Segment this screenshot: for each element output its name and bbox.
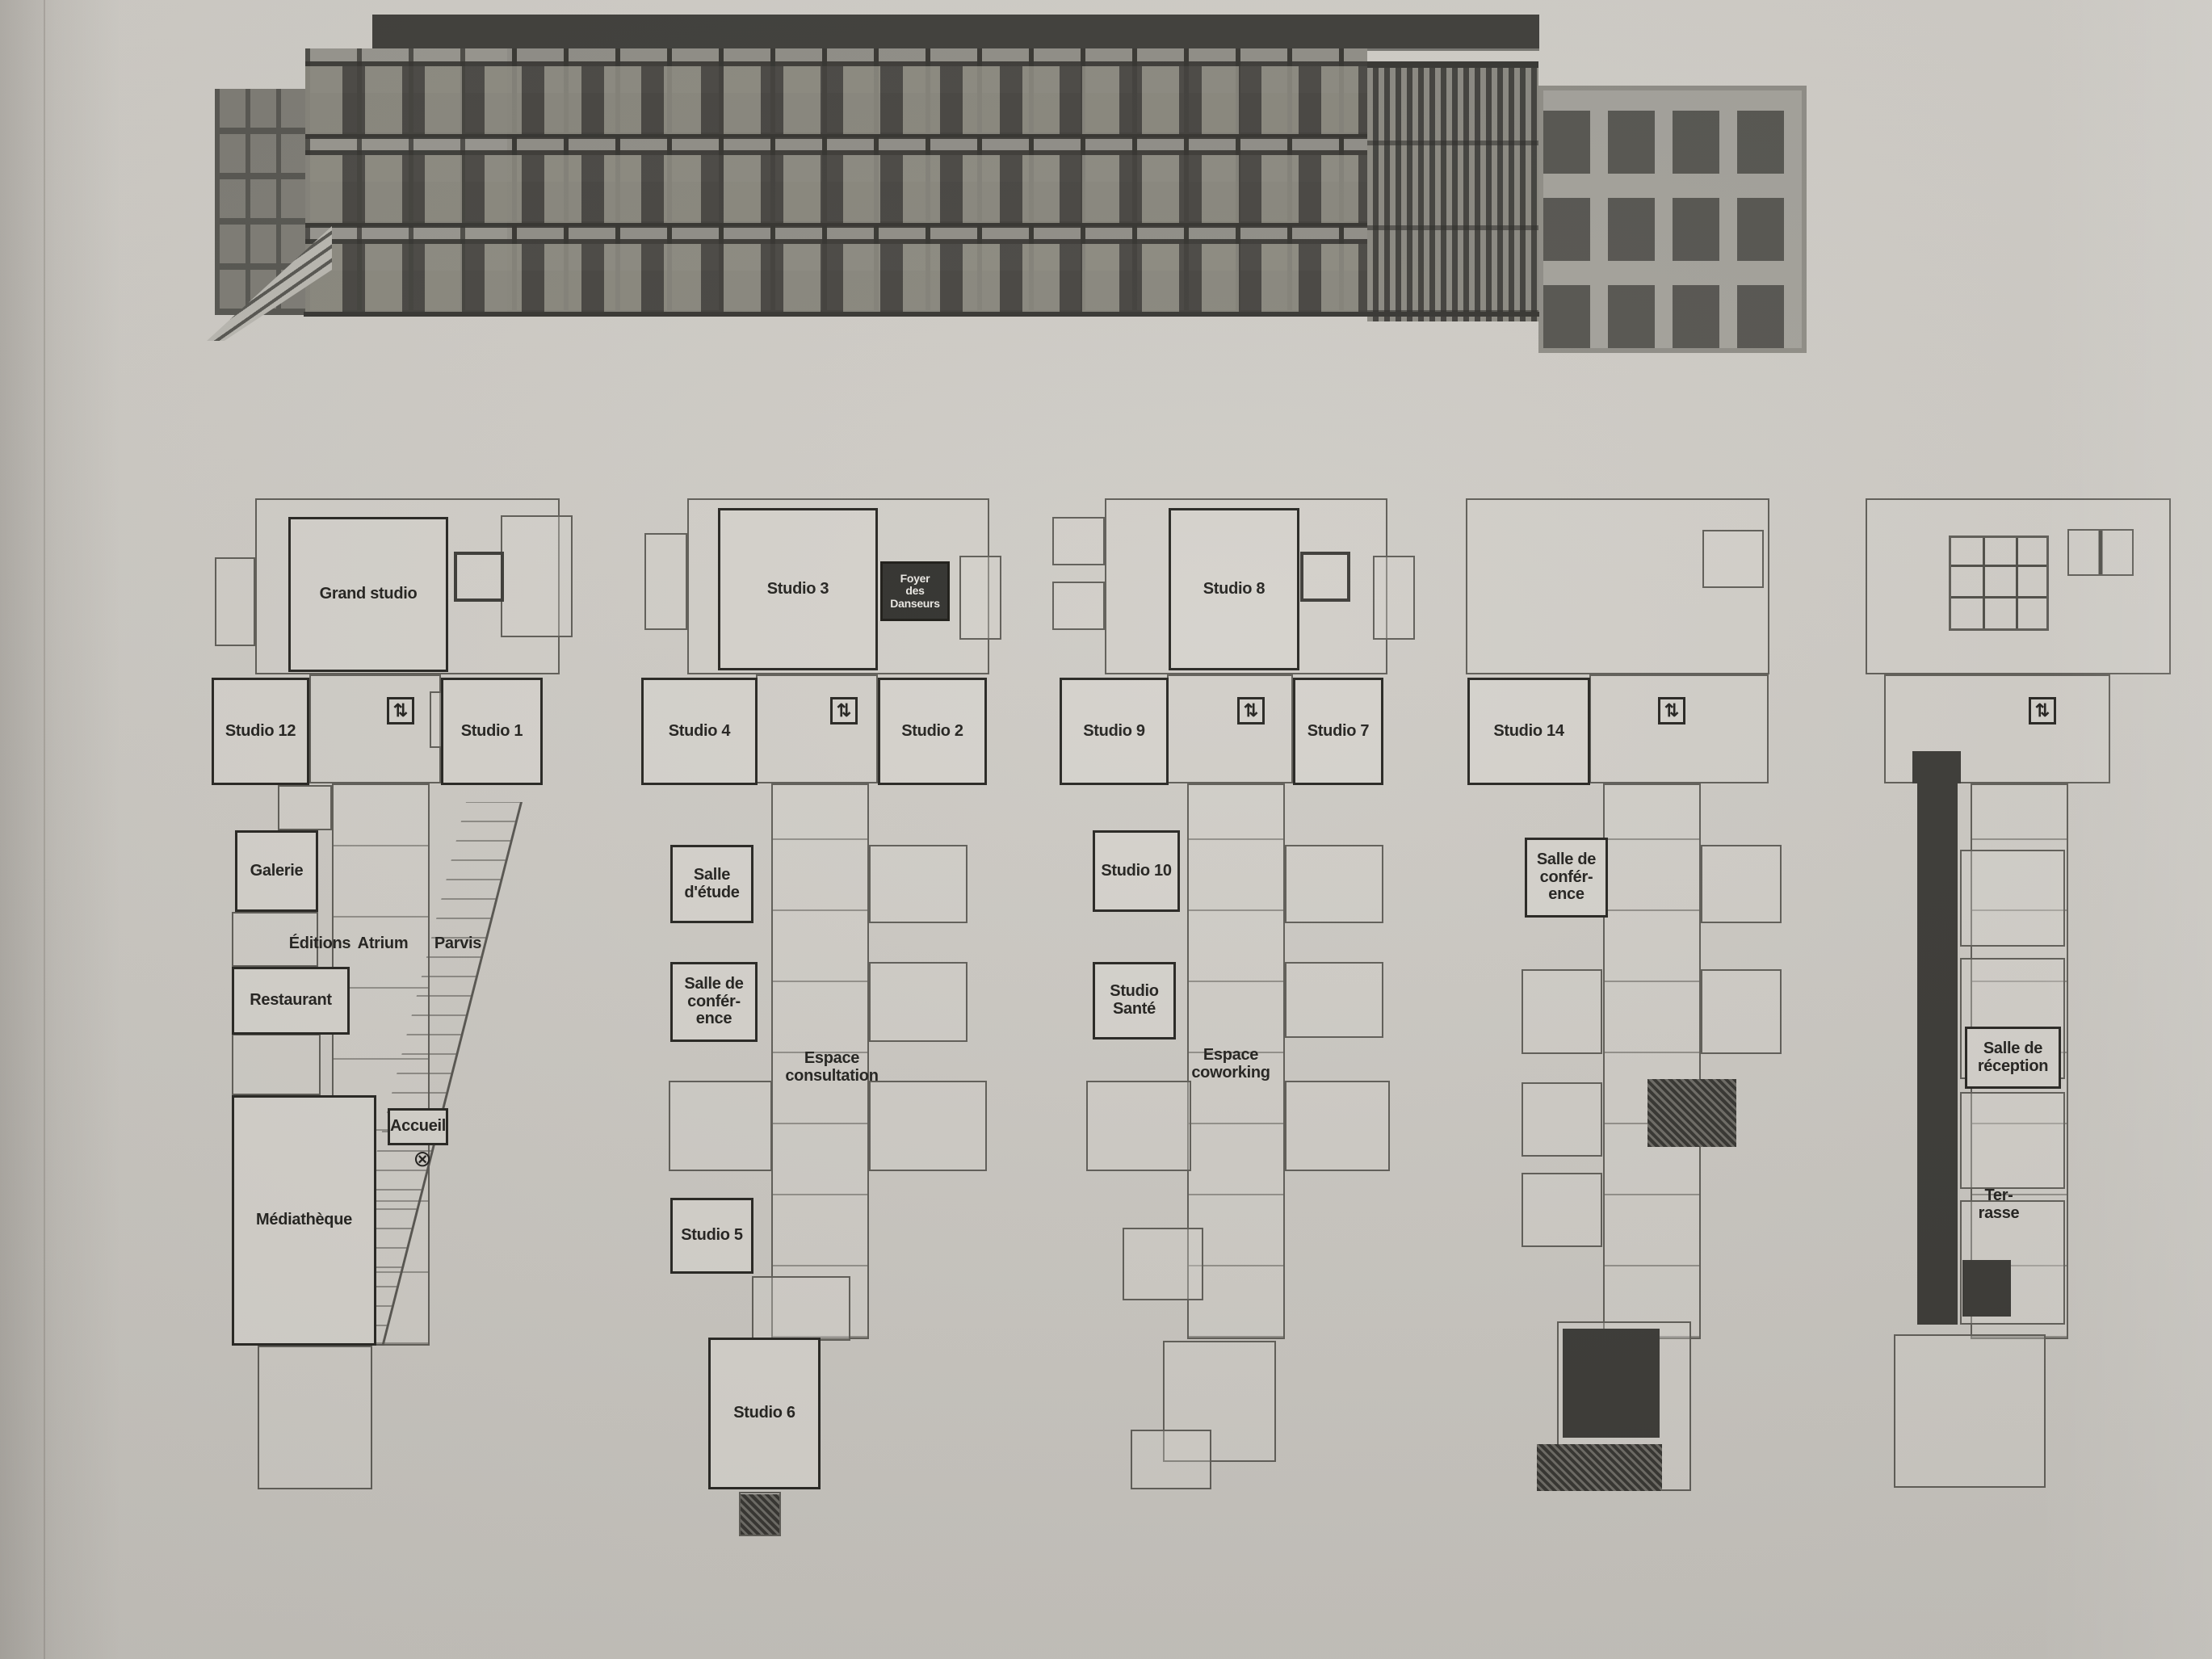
room-grand-studio: Grand studio [288,517,448,672]
plan-wall [454,552,504,602]
plan-wall [1285,962,1383,1038]
plan-wall [1949,536,2049,631]
plan-wall [258,1346,372,1489]
elevation-ground-line [304,312,1539,317]
plan-wall [644,533,687,630]
elevator-icon: ⇅ [1658,697,1685,724]
plan-wall [309,674,441,783]
room-studio-2: Studio 2 [878,678,987,785]
plan-wall [1167,674,1293,783]
room-studio-9: Studio 9 [1060,678,1169,785]
elevator-icon: ⇅ [1237,697,1265,724]
elevation-window-row [305,61,1367,139]
elevator-icon: ⇅ [830,697,858,724]
plan-wall [1086,1081,1191,1171]
plan-wall [869,1081,987,1171]
room-studio-14: Studio 14 [1467,678,1590,785]
plan-wall [669,1081,772,1171]
room-galerie: Galerie [235,830,318,912]
plan-wall [1960,1092,2065,1189]
label-ter-rasse: Ter- rasse [1978,1186,2020,1222]
plan-wall [869,845,967,923]
room-studio-5: Studio 5 [670,1198,753,1274]
label-parvis: Parvis [434,934,482,952]
plan-wall [2067,529,2134,576]
room-salle-de-reception: Salle de réception [1965,1027,2061,1089]
plan-dark-area [741,1494,779,1535]
room-studio-4: Studio 4 [641,678,758,785]
plan-dark-area [1917,782,1958,1325]
elevator-icon: ⇅ [387,697,414,724]
plan-wall [1131,1430,1211,1489]
elevation-striped-wing-floors [1367,61,1538,315]
plan-wall [1522,1082,1602,1157]
plan-wall [1603,783,1701,1339]
room-restaurant: Restaurant [232,967,350,1035]
plan-wall [1052,517,1105,565]
plan-wall [1589,674,1769,783]
room-studio-8: Studio 8 [1169,508,1299,670]
plan-dark-area [1647,1079,1736,1147]
crossed-circle-icon: ⊗ [413,1146,432,1171]
room-studio-10: Studio 10 [1093,830,1180,912]
plan-wall [1285,845,1383,923]
room-studio-3: Studio 3 [718,508,878,670]
plan-wall [1702,530,1764,588]
elevator-icon: ⇅ [2029,697,2056,724]
label-editions: Éditions [288,934,351,952]
elevation-window-row [305,150,1367,228]
room-salle-d-etude: Salle d'étude [670,845,753,923]
plan-wall [1052,582,1105,630]
plan-wall [1894,1334,2046,1488]
elevation-right-block [1538,86,1807,353]
plan-wall [756,674,878,783]
plan-wall [1960,850,2065,947]
plan-wall [1285,1081,1390,1171]
plan-wall [232,1034,321,1095]
label-espace-consultation: Espace consultation [785,1049,879,1085]
room-accueil: Accueil [388,1108,448,1145]
plan-wall [1163,1341,1276,1462]
room-studio-7: Studio 7 [1293,678,1383,785]
plan-wall [1300,552,1350,602]
room-studio-sante: Studio Santé [1093,962,1176,1040]
plan-wall [869,962,967,1042]
elevation-roof [372,15,1539,48]
room-studio-1: Studio 1 [441,678,543,785]
label-espace-coworking: Espace coworking [1191,1046,1270,1082]
room-mediatheque: Médiathèque [232,1095,376,1346]
plan-wall [232,912,318,967]
plan-dark-area [1563,1329,1660,1438]
plan-wall [1187,783,1285,1339]
room-studio-6: Studio 6 [708,1338,821,1489]
plan-wall [1522,1173,1602,1247]
plan-wall [1123,1228,1203,1300]
plan-wall [959,556,1001,640]
plan-wall [1373,556,1415,640]
room-foyer-des-danseurs: Foyer des Danseurs [880,561,950,621]
plan-wall [1701,969,1782,1054]
room-salle-de-confer-ence: Salle de confér- ence [1525,838,1608,918]
plan-wall [278,785,332,830]
plan-wall [215,557,255,646]
room-studio-12: Studio 12 [212,678,309,785]
room-salle-de-confer-ence: Salle de confér- ence [670,962,758,1042]
plan-dark-area [1962,1260,2011,1317]
building-elevation [207,15,1807,353]
plan-wall [752,1276,850,1341]
plan-wall [1522,969,1602,1054]
plan-dark-area [1912,751,1961,783]
plan-dark-area [1537,1444,1662,1491]
plan-wall [501,515,573,637]
label-atrium: Atrium [357,934,409,952]
plan-wall [1701,845,1782,923]
